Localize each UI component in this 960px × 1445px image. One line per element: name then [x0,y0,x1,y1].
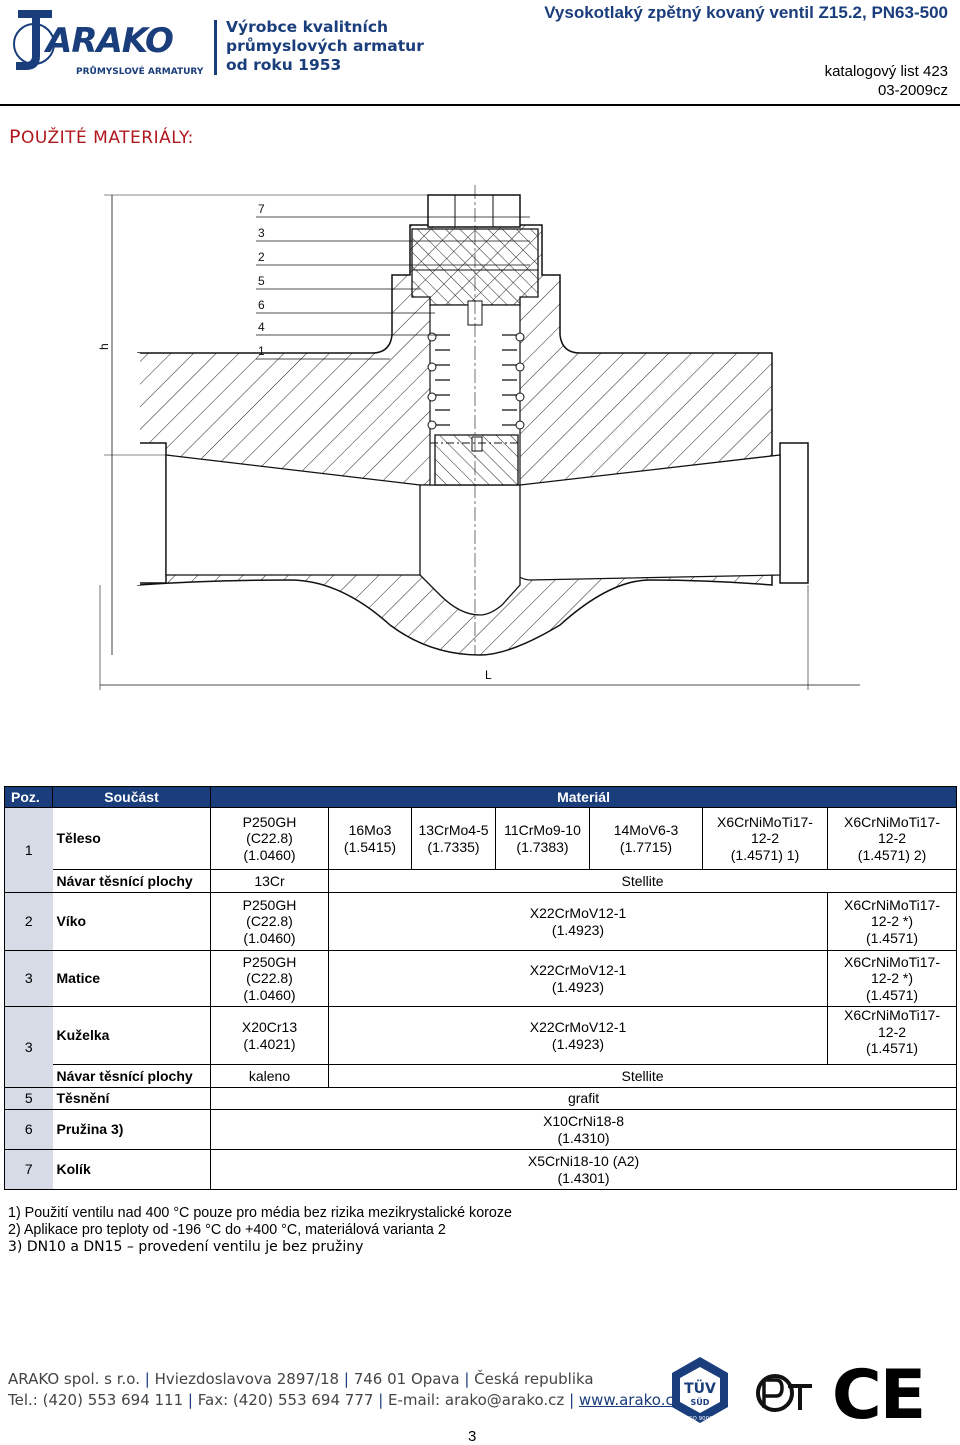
dimension-l: L [485,668,492,682]
footer-country: Česká republika [474,1370,594,1388]
svg-text:SÜD: SÜD [691,1397,710,1407]
pct-certification-icon [756,1374,812,1412]
table-header-row: Poz. Součást Materiál [4,786,958,808]
footer-tel: Tel.: (420) 553 694 111 [8,1391,184,1409]
callout-7: 7 [258,202,265,216]
table-row: Návar těsnící plochy 13Cr Stellite [5,869,958,893]
callout-2: 2 [258,250,265,264]
table-row: 1 Těleso P250GH(C22.8)(1.0460) 16Mo3(1.5… [4,807,958,893]
table-row: 3 Matice P250GH(C22.8)(1.0460) X22CrMoV1… [4,950,958,1007]
footnote-1: 1) Použití ventilu nad 400 °C pouze pro … [8,1205,512,1221]
footer-company: ARAKO spol. s r.o. [8,1370,140,1388]
tuv-sud-iso-9001-icon: TÜV SÜD ISO 9001 [672,1357,728,1423]
svg-text:TÜV: TÜV [684,1379,716,1397]
callout-4: 4 [258,320,265,334]
footer-contact: ARAKO spol. s r.o. | Hviezdoslavova 2897… [8,1370,682,1409]
logo-wordmark: ARAKO [43,21,173,61]
arako-logo: ARAKO PRŮMYSLOVÉ ARMATURY [13,10,204,77]
company-tagline: Výrobce kvalitních průmyslových armatur … [226,18,424,74]
catalog-code: 03-2009cz [877,82,948,99]
valve-cross-section-drawing: 7 3 2 5 6 4 1 h L [97,185,860,690]
catalog-list-number: katalogový list 423 [824,63,948,80]
logo-subtitle: PRŮMYSLOVÉ ARMATURY [76,65,204,77]
header-rule [0,104,960,106]
dimension-h: h [97,343,111,350]
footer-email[interactable]: E-mail: arako@arako.cz [388,1391,565,1409]
footnote-3: 3) DN10 a DN15 – provedení ventilu je be… [8,1239,364,1255]
section-title: POUŽITÉ MATERIÁLY: [9,126,194,148]
svg-text:CE: CE [832,1358,924,1426]
ce-mark-icon: CE [832,1358,924,1426]
logo-divider [214,20,217,75]
header-pos: Poz. [4,786,53,808]
header-material: Materiál [209,786,958,808]
document-title: Vysokotlaký zpětný kovaný ventil Z15.2, … [544,3,948,22]
header-part: Součást [52,786,211,808]
table-row: 7 Kolík X5CrNi18-10 (A2)(1.4301) [4,1149,958,1190]
callout-5: 5 [258,274,265,288]
footer-street: Hviezdoslavova 2897/18 [154,1370,340,1388]
table-row: Návar těsnící plochy kaleno Stellite [5,1064,958,1088]
table-row: 6 Pružina 3) X10CrNi18-8(1.4310) [4,1109,958,1150]
page-number: 3 [468,1428,477,1445]
catalog-info: katalogový list 423 03-2009cz [825,62,948,100]
callout-3: 3 [258,226,265,240]
footnotes: 1) Použití ventilu nad 400 °C pouze pro … [8,1205,512,1256]
table-row: 3 Kuželka X20Cr13(1.4021) X22CrMoV12-1(1… [4,1006,958,1088]
footer-city: 746 01 Opava [353,1370,460,1388]
table-row: 2 Víko P250GH(C22.8)(1.0460) X22CrMoV12-… [4,892,958,951]
table-row: 5 Těsnění grafit [4,1087,958,1110]
callout-6: 6 [258,298,265,312]
callout-1: 1 [258,344,265,358]
footnote-2: 2) Aplikace pro teploty od -196 °C do +4… [8,1222,446,1238]
svg-text:ISO 9001: ISO 9001 [687,1416,712,1422]
materials-table: Poz. Součást Materiál 1 Těleso P250GH(C2… [4,786,958,1190]
footer-fax: Fax: (420) 553 694 777 [197,1391,374,1409]
footer-website-link[interactable]: www.arako.cz [578,1391,682,1409]
